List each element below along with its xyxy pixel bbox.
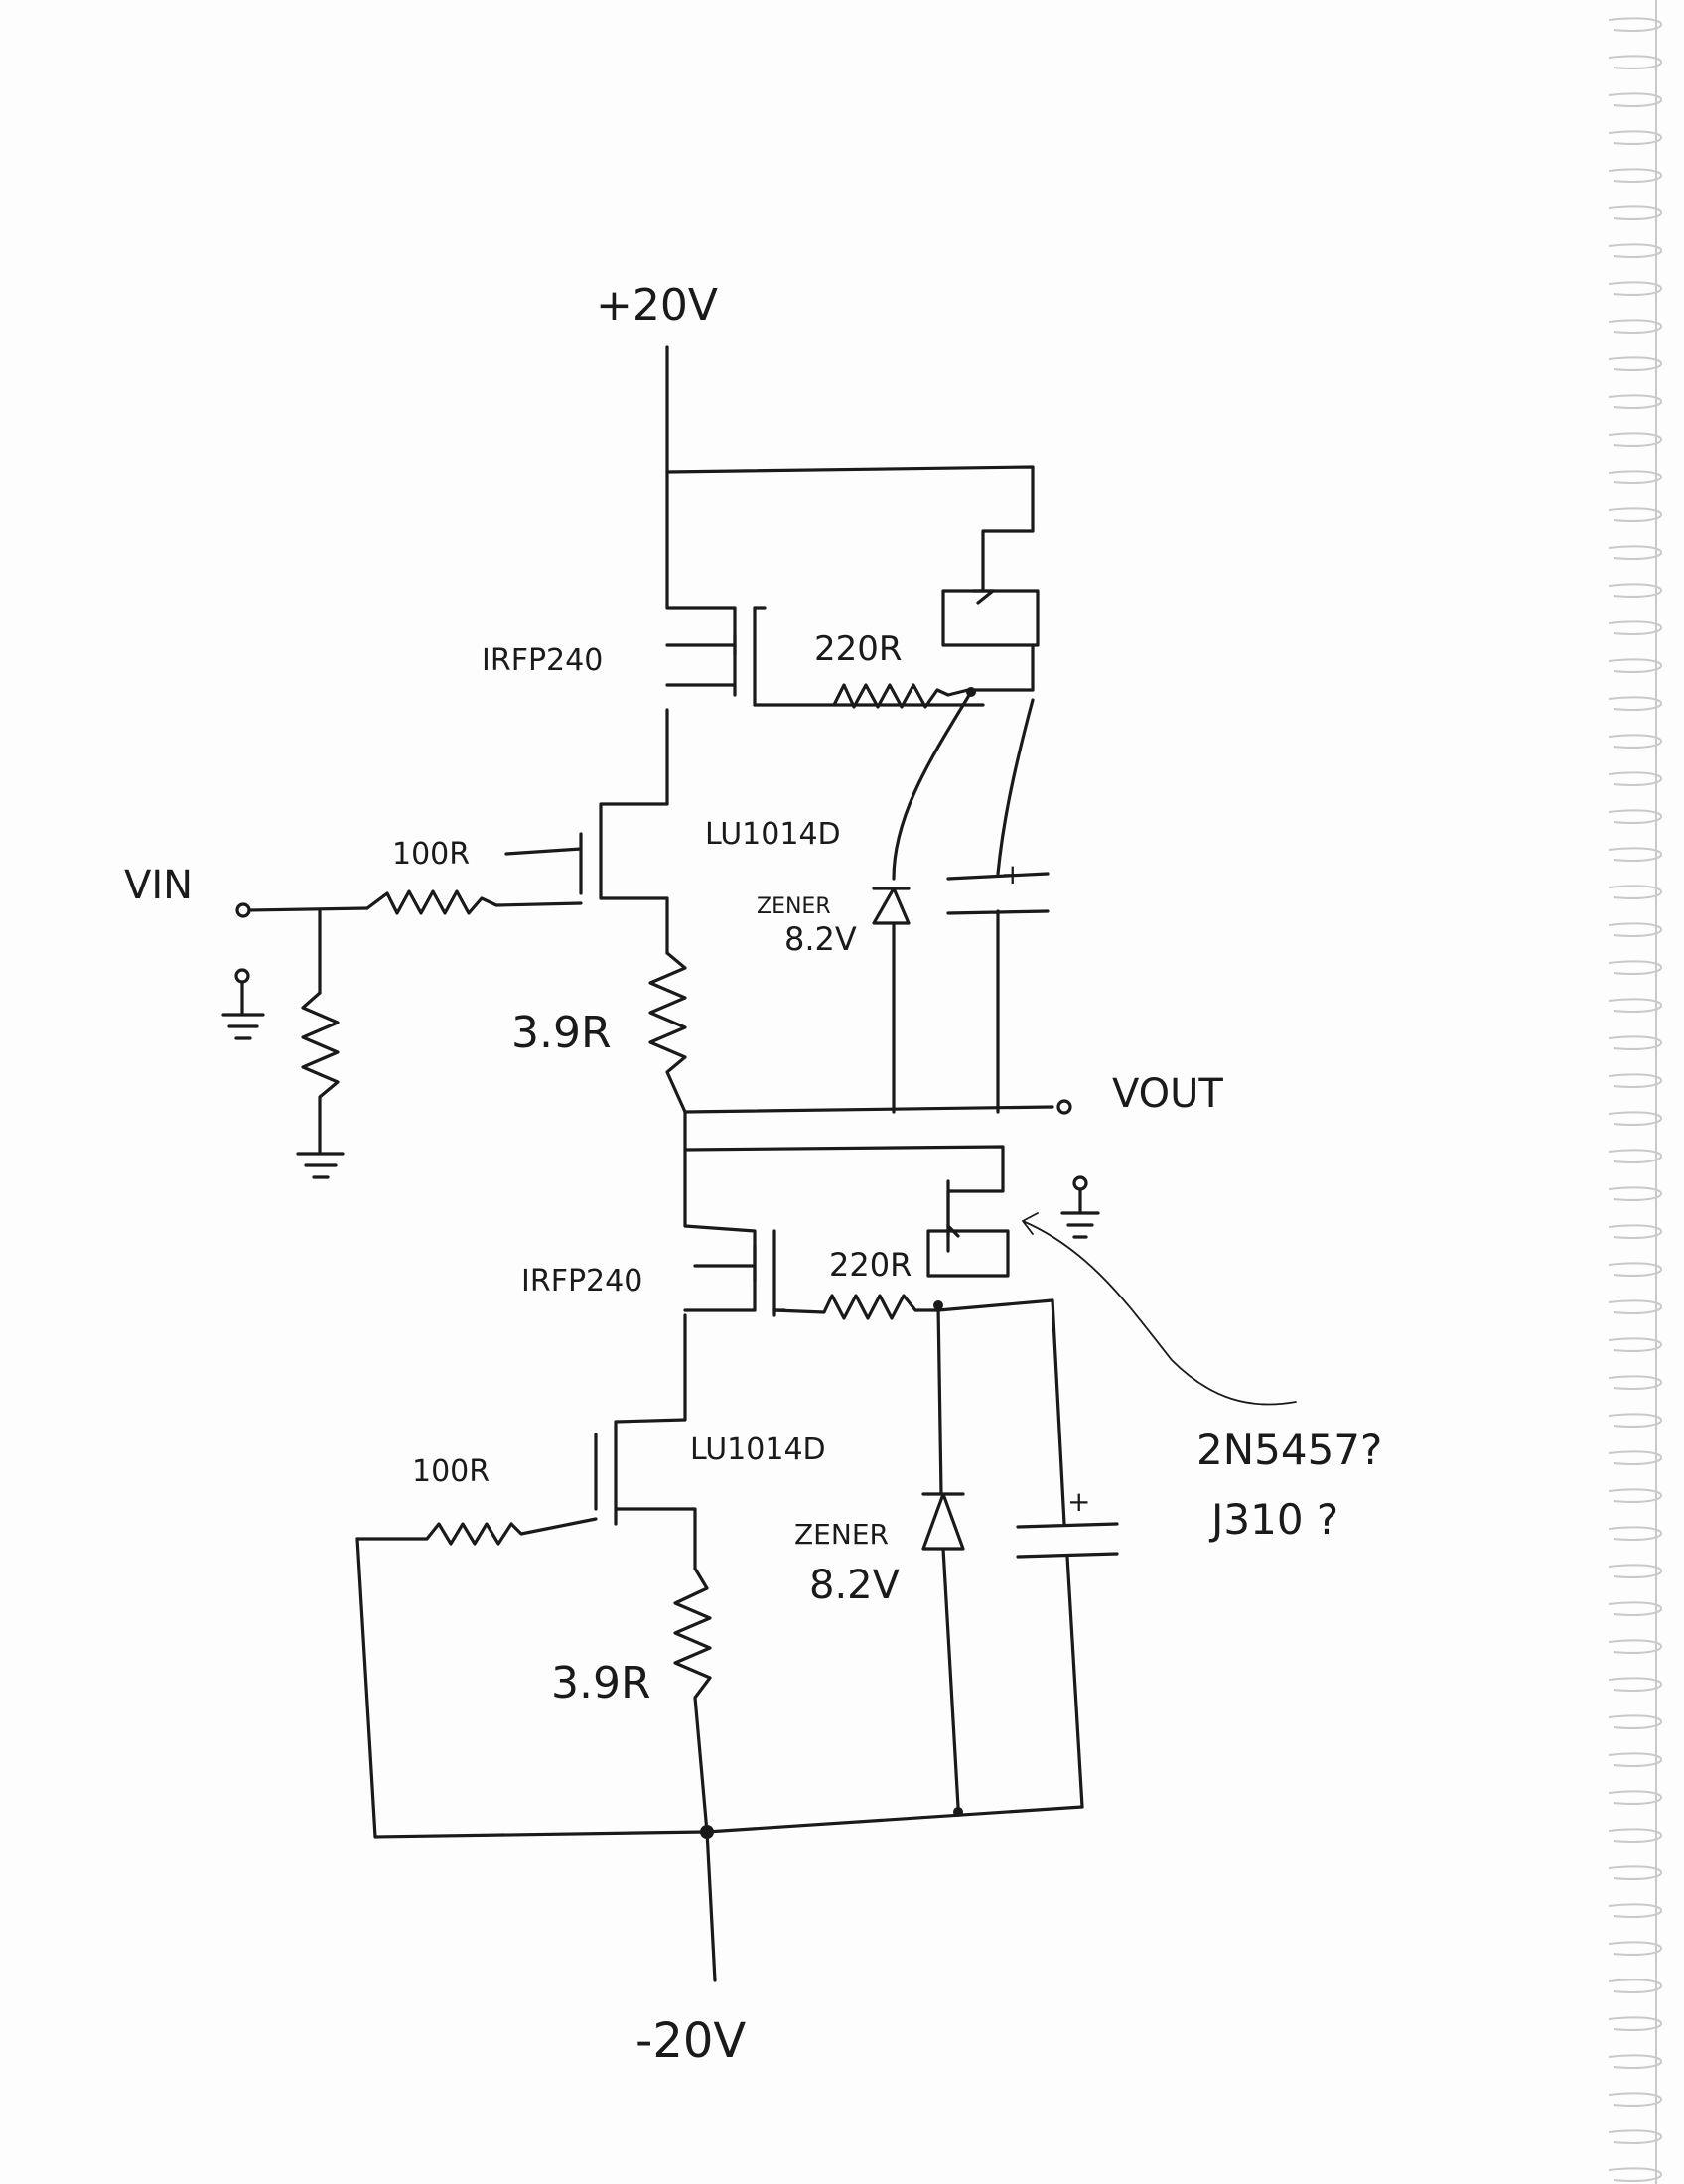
bottom-100r-label: 100R [412,1454,490,1489]
vin-label: VIN [124,863,193,908]
top-cap-plus-label: + [1001,858,1024,890]
top-zener-voltage-label: 8.2V [784,920,857,958]
vout-label: VOUT [1112,1071,1223,1117]
negative-supply-label: -20V [635,2013,746,2069]
bottom-3-9r-resistor [673,1567,712,1834]
jfet-ground-icon [1060,1187,1100,1239]
left-ground-icon [221,981,265,1040]
top-3-9r-resistor [648,951,687,1114]
bottom-100r-resistor [355,1517,598,1546]
top-capacitor [946,872,1050,1114]
bottom-zener [921,1303,965,1809]
bottom-irfp240-label: IRFP240 [521,1264,642,1298]
jfet-note-line1: 2N5457? [1196,1426,1382,1474]
bottom-220r-resistor [772,1294,1054,1320]
top-3-9r-label: 3.9R [511,1008,612,1058]
input-ground-icon [296,1152,345,1179]
negative-rail-wire [705,1830,717,1982]
input-shunt-resistor [301,991,340,1154]
top-zener-label: ZENER [757,894,831,919]
bottom-half-circuit [355,1110,1297,1982]
top-half-circuit [221,345,1072,1179]
top-lu1014d [504,708,669,955]
top-100r-label: 100R [392,837,470,872]
bottom-220r-label: 220R [829,1246,912,1284]
negative-bus [705,1805,1084,1834]
bottom-lu1014d [594,1313,697,1570]
positive-supply-label: +20V [596,280,718,331]
top-220r-label: 220R [814,629,903,669]
vout-terminal [1056,1099,1072,1115]
bottom-lu1014d-label: LU1014D [690,1433,826,1467]
jfet-note-arrow [1022,1212,1297,1406]
bottom-zener-label: ZENER [794,1518,889,1551]
bottom-cap-plus-label: + [1067,1485,1090,1518]
top-100r-resistor [365,889,583,915]
jfet-note-line2: J310 ? [1208,1495,1338,1544]
output-rail [683,1105,1054,1114]
top-jfet [941,589,1040,647]
top-lu1014d-label: LU1014D [705,817,841,852]
bottom-zener-voltage-label: 8.2V [809,1563,901,1608]
top-zener [872,887,911,1114]
top-irfp240-label: IRFP240 [482,643,603,678]
bottom-3-9r-label: 3.9R [551,1658,651,1708]
top-220r-resistor [832,683,950,709]
spiral-binding [1608,0,1662,2184]
bottom-capacitor [1016,1298,1119,1809]
bottom-jfet [926,1179,1010,1278]
vin-terminal [235,902,251,918]
